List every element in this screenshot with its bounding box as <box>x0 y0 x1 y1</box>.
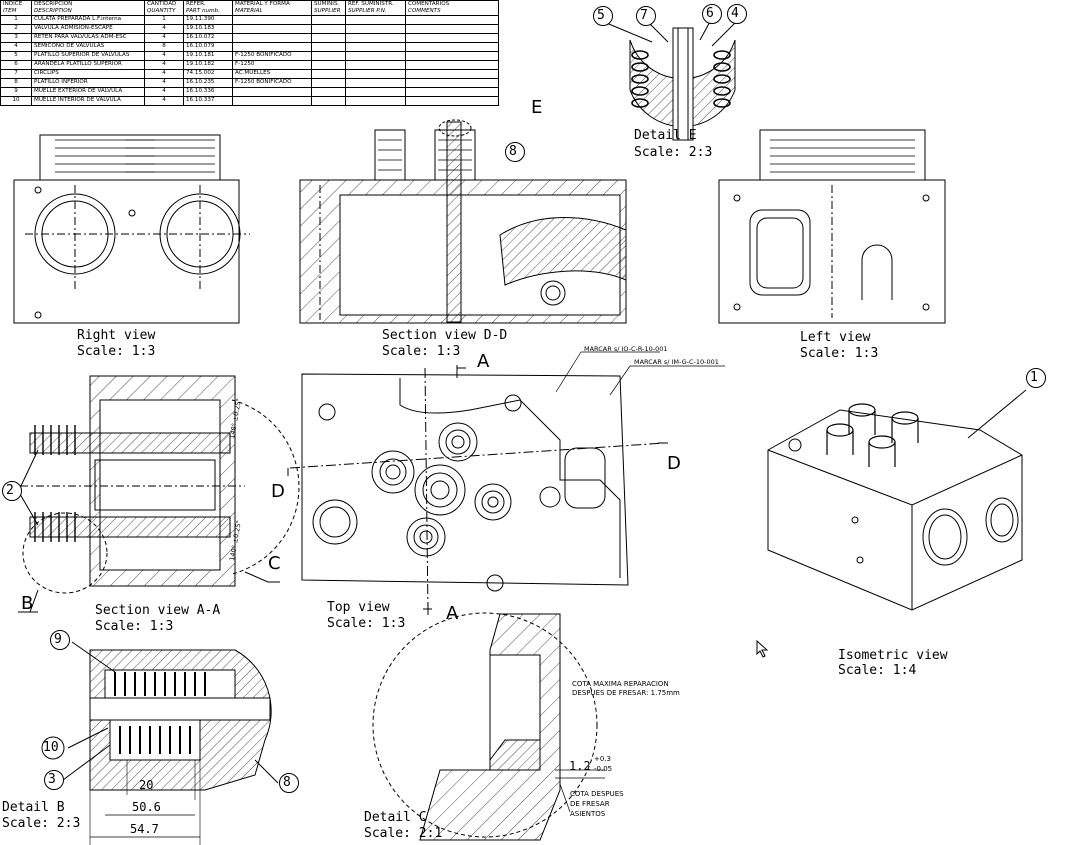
section-dd-scale: Scale: 1:3 <box>382 344 461 359</box>
section-dd-title: Section view D-D <box>382 328 508 343</box>
balloon-7 <box>636 6 656 26</box>
dimension-54-7: 54.7 <box>130 822 159 836</box>
left-view-scale: Scale: 1:3 <box>800 346 879 361</box>
section-letter-c: C <box>268 553 281 574</box>
max-repair-note-line2: DESPUES DE FRESAR: 1.75mm <box>572 689 680 697</box>
balloon-label-7: 7 <box>640 8 648 23</box>
detail-e-scale: Scale: 2:3 <box>634 145 713 160</box>
after-milling-note-line3: ASIENTOS <box>570 810 606 818</box>
balloon-6 <box>702 4 722 24</box>
detail-c-scale: Scale: 2:1 <box>364 826 443 841</box>
dimension-20: 20 <box>139 778 154 792</box>
right-view-title: Right view <box>77 328 156 343</box>
max-repair-note-line1: COTA MAXIMA REPARACION <box>572 680 669 688</box>
balloon-8-top <box>505 142 525 162</box>
right-view-drawing <box>13 134 250 324</box>
detail-b-title: Detail B <box>2 800 65 815</box>
tolerance-upper: +0.3 <box>594 755 611 763</box>
tolerance-lower: -0.05 <box>594 765 613 773</box>
balloon-8-detail <box>279 773 299 793</box>
detail-e-drawing <box>603 17 739 141</box>
balloon-label-3: 3 <box>48 772 56 787</box>
section-letter-e: E <box>531 97 543 118</box>
section-letter-d-right: D <box>667 453 681 474</box>
top-view-drawing <box>287 351 725 615</box>
after-milling-note-line2: DE FRESAR <box>570 800 610 808</box>
section-aa-drawing <box>18 375 300 613</box>
balloon-4 <box>727 4 747 24</box>
balloon-10 <box>41 736 65 760</box>
balloon-label-8-detail: 8 <box>283 775 291 790</box>
isometric-view-drawing <box>767 389 1027 611</box>
top-view-scale: Scale: 1:3 <box>327 616 406 631</box>
balloon-5 <box>593 6 613 26</box>
marking-note-1: MARCAR s/ IO-C-R-10-001 <box>584 345 668 353</box>
section-aa-title: Section view A-A <box>95 603 221 618</box>
section-dd-drawing <box>299 119 627 324</box>
detail-b-drawing <box>62 641 279 845</box>
section-letter-b: B <box>21 593 34 614</box>
after-milling-note-line1: COTA DESPUES <box>570 790 624 798</box>
detail-e-title: Detail E <box>634 128 697 143</box>
balloon-label-6: 6 <box>706 6 714 21</box>
top-view-title: Top view <box>327 600 390 615</box>
dimension-50-6: 50.6 <box>132 800 161 814</box>
section-letter-a-bottom: A <box>446 603 459 624</box>
balloon-3 <box>44 770 64 790</box>
balloon-label-10: 10 <box>43 740 59 755</box>
marking-note-2: MARCAR s/ IM-G-C-10-001 <box>634 358 719 366</box>
balloon-label-5: 5 <box>597 8 605 23</box>
balloon-label-4: 4 <box>731 6 739 21</box>
balloon-9 <box>50 630 70 650</box>
detail-b-scale: Scale: 2:3 <box>2 816 81 831</box>
detail-c-drawing <box>372 612 605 841</box>
balloon-label-1: 1 <box>1030 370 1038 385</box>
balloon-1 <box>1026 368 1046 388</box>
detail-c-title: Detail C <box>364 810 427 825</box>
isometric-view-scale: Scale: 1:4 <box>838 663 917 678</box>
left-view-drawing <box>718 129 946 324</box>
section-aa-scale: Scale: 1:3 <box>95 619 174 634</box>
isometric-view-title: Isometric view <box>838 648 948 663</box>
mouse-cursor-icon <box>756 640 769 658</box>
right-view-scale: Scale: 1:3 <box>77 344 156 359</box>
balloon-2 <box>2 481 22 501</box>
dimension-1-2: 1.2 <box>569 759 591 773</box>
section-letter-a-top: A <box>477 351 490 372</box>
left-view-title: Left view <box>800 330 871 345</box>
balloon-label-9: 9 <box>54 632 62 647</box>
balloon-label-8-top: 8 <box>509 144 517 159</box>
section-letter-d-left: D <box>271 481 285 502</box>
balloon-label-2: 2 <box>6 483 14 498</box>
